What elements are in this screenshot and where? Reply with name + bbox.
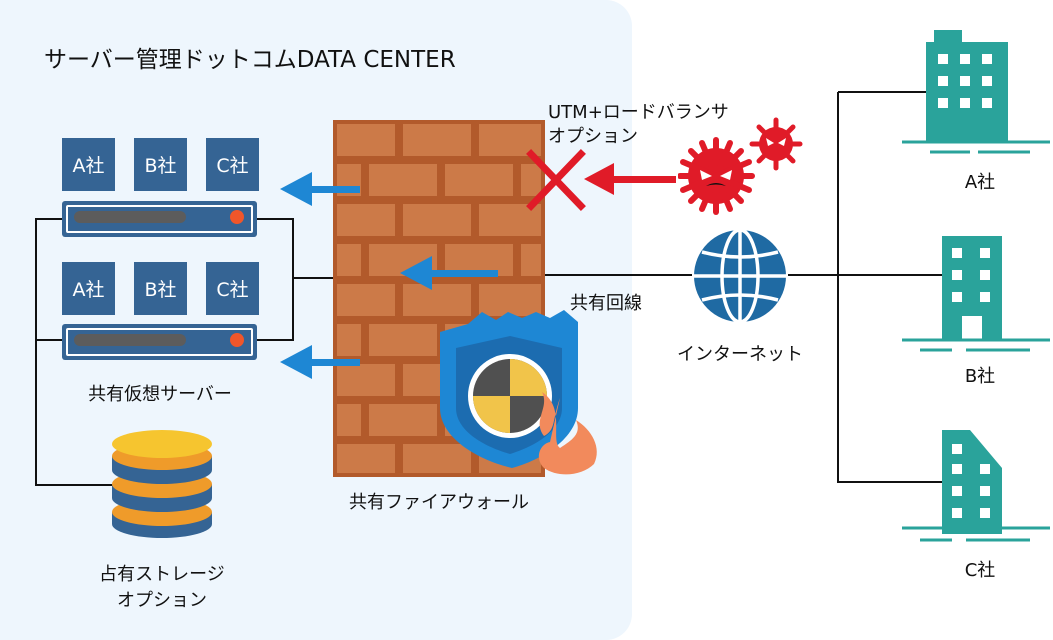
building-icon <box>900 30 1050 160</box>
company-c-label: C社 <box>930 556 1030 582</box>
company-b-label: B社 <box>930 362 1030 388</box>
utm-label-line2: オプション <box>548 122 638 148</box>
block-x-icon <box>531 154 581 206</box>
shared-line-label: 共有回線 <box>570 289 642 315</box>
internet-label: インターネット <box>650 340 830 366</box>
globe-icon <box>690 226 790 326</box>
firewall-label: 共有ファイアウォール <box>328 488 550 514</box>
shield-icon <box>432 308 622 480</box>
utm-label-line1: UTM+ロードバランサ <box>548 98 729 124</box>
building-icon <box>900 430 1050 550</box>
company-a-label: A社 <box>930 168 1030 194</box>
virus-icon <box>678 116 808 216</box>
building-icon <box>900 236 1050 356</box>
